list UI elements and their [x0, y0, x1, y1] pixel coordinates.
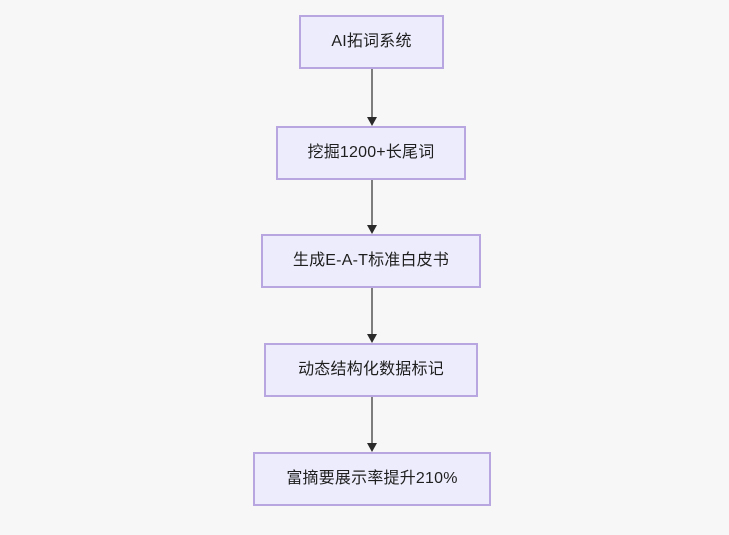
edge-line [371, 397, 373, 443]
flow-node-label: 挖掘1200+长尾词 [307, 144, 435, 161]
edge-line [371, 180, 373, 225]
arrowhead-down-icon [367, 334, 377, 343]
flow-node-n2[interactable]: 挖掘1200+长尾词 [276, 126, 466, 180]
arrowhead-down-icon [367, 225, 377, 234]
flow-node-n3[interactable]: 生成E-A-T标准白皮书 [261, 234, 481, 288]
flow-node-n4[interactable]: 动态结构化数据标记 [264, 343, 478, 397]
flow-node-label: AI拓词系统 [331, 33, 412, 50]
flow-node-n5[interactable]: 富摘要展示率提升210% [253, 452, 491, 506]
arrowhead-down-icon [367, 117, 377, 126]
flow-node-label: 生成E-A-T标准白皮书 [292, 252, 450, 269]
arrowhead-down-icon [367, 443, 377, 452]
flow-node-n1[interactable]: AI拓词系统 [299, 15, 444, 69]
flow-node-label: 富摘要展示率提升210% [286, 470, 458, 487]
edge-line [371, 288, 373, 334]
edge-line [371, 69, 373, 117]
flow-node-label: 动态结构化数据标记 [298, 361, 444, 378]
